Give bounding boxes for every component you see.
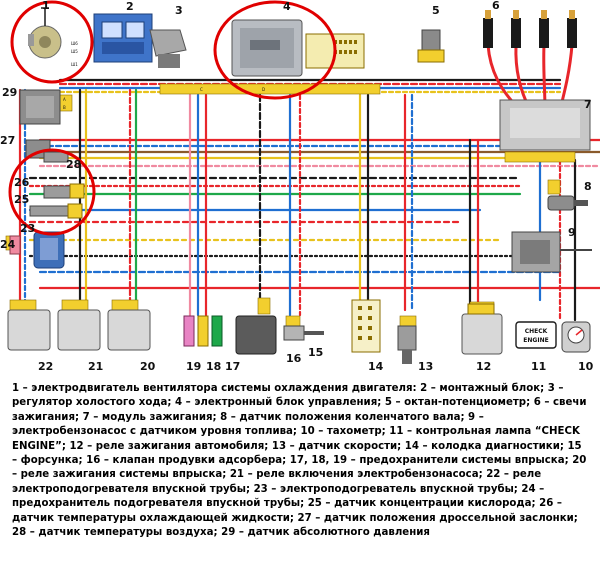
component-17-19-fuses <box>183 315 223 347</box>
component-11-check-engine-lamp: CHECK ENGINE <box>515 321 557 349</box>
label-2: 2 <box>126 0 134 13</box>
label-13: 13 <box>418 360 433 373</box>
mark-a: A <box>63 97 66 102</box>
component-7-ignition-module <box>499 99 591 151</box>
component-20-relay <box>107 309 151 351</box>
label-16: 16 <box>286 352 302 365</box>
label-20: 20 <box>140 360 156 373</box>
label-8: 8 <box>584 180 592 193</box>
legend-text: 1 – электродвигатель вентилятора системы… <box>12 383 587 539</box>
component-24-heater-fuse <box>9 235 21 255</box>
label-24: 24 <box>0 238 16 251</box>
label-23: 23 <box>20 222 35 235</box>
label-28: 28 <box>66 158 81 171</box>
label-3: 3 <box>175 4 183 17</box>
label-4: 4 <box>283 0 291 13</box>
wire-harness <box>18 43 600 322</box>
mark-c: C <box>200 87 203 92</box>
label-6: 6 <box>492 0 500 12</box>
component-13-speed-sensor <box>397 325 417 364</box>
component-10-tachometer <box>561 321 591 353</box>
component-29-map-sensor <box>19 89 61 125</box>
label-29: 29 <box>2 86 17 99</box>
mark-d: D <box>262 87 265 92</box>
label-14: 14 <box>368 360 384 373</box>
label-10: 10 <box>578 360 594 373</box>
component-21-relay <box>57 309 101 351</box>
label-19: 19 <box>186 360 201 373</box>
component-16-purge-valve <box>235 315 277 355</box>
label-27: 27 <box>0 134 15 147</box>
component-6-spark-plugs <box>483 10 577 48</box>
label-17: 17 <box>225 360 240 373</box>
wiring-diagram: CHECK ENGINE <box>0 0 600 373</box>
component-15-injector <box>283 325 324 341</box>
label-18: 18 <box>206 360 221 373</box>
label-11: 11 <box>531 360 546 373</box>
label-9: 9 <box>568 226 576 239</box>
mark-sh6: Ш6 <box>71 41 78 46</box>
mark-sh1: Ш1 <box>71 62 78 67</box>
mark-sh5: Ш5 <box>71 49 78 54</box>
highlight-circles <box>8 0 337 236</box>
label-5: 5 <box>432 4 440 17</box>
component-4-ecu <box>231 19 365 77</box>
component-28-air-temp-sensor <box>43 151 69 163</box>
component-14-diagnostic-connector <box>351 299 381 353</box>
component-9-fuel-pump <box>511 231 592 273</box>
connector-strips <box>5 83 576 329</box>
label-1: 1 <box>42 0 50 12</box>
check-engine-line2: ENGINE <box>523 337 548 344</box>
component-2-mounting-block <box>93 13 153 63</box>
component-23-intake-heater <box>33 231 65 269</box>
label-22: 22 <box>38 360 53 373</box>
label-12: 12 <box>476 360 491 373</box>
component-25-oxygen-sensor <box>29 203 83 219</box>
label-15: 15 <box>308 346 323 359</box>
component-22-relay <box>7 309 51 351</box>
label-7: 7 <box>584 98 592 111</box>
component-8-crankshaft-sensor <box>547 195 588 211</box>
check-engine-line1: CHECK <box>525 328 548 335</box>
component-5-octane-potentiometer <box>417 29 445 63</box>
label-25: 25 <box>14 193 29 206</box>
component-12-ignition-relay <box>461 303 503 355</box>
component-26-coolant-temp-sensor <box>43 183 85 199</box>
label-26: 26 <box>14 176 30 189</box>
component-1-fan-motor <box>28 7 62 59</box>
component-3-idle-regulator <box>149 29 187 68</box>
mark-b: B <box>63 105 66 110</box>
label-21: 21 <box>88 360 103 373</box>
